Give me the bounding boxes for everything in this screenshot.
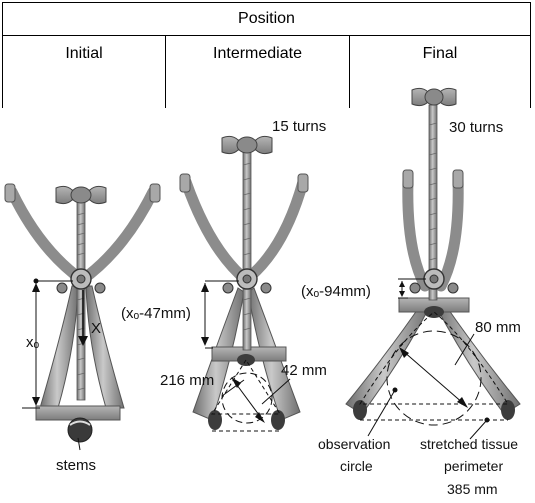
perimeter-intermediate-label: 216 mm — [160, 372, 214, 389]
header-title: Position — [2, 2, 531, 36]
x-arrow-label: X — [91, 320, 101, 337]
device-final — [345, 87, 521, 440]
column-intermediate: Intermediate — [166, 36, 350, 108]
stems-label: stems — [56, 457, 96, 474]
device-intermediate — [179, 135, 309, 432]
turns-intermediate-label: 15 turns — [272, 118, 326, 135]
turns-final-label: 30 turns — [449, 119, 503, 136]
offset-intermediate-label: (xₒ-47mm) — [121, 305, 191, 322]
position-header-table: Position Initial Intermediate Final — [2, 2, 531, 108]
diameter-final-label: 80 mm — [475, 319, 521, 336]
observation-circle-label-line1: observation — [318, 436, 390, 452]
stretched-perimeter-label-line2: perimeter — [444, 458, 503, 474]
column-final: Final — [350, 36, 531, 108]
device-initial — [4, 183, 161, 451]
column-initial: Initial — [2, 36, 166, 108]
stretched-perimeter-label-line1: stretched tissue — [420, 436, 518, 452]
x0-label: xₒ — [26, 334, 40, 351]
diameter-intermediate-label: 42 mm — [281, 362, 327, 379]
offset-final-label: (xₒ-94mm) — [301, 283, 371, 300]
stretched-perimeter-label-line3: 385 mm — [447, 481, 498, 497]
observation-circle-label-line2: circle — [340, 458, 373, 474]
